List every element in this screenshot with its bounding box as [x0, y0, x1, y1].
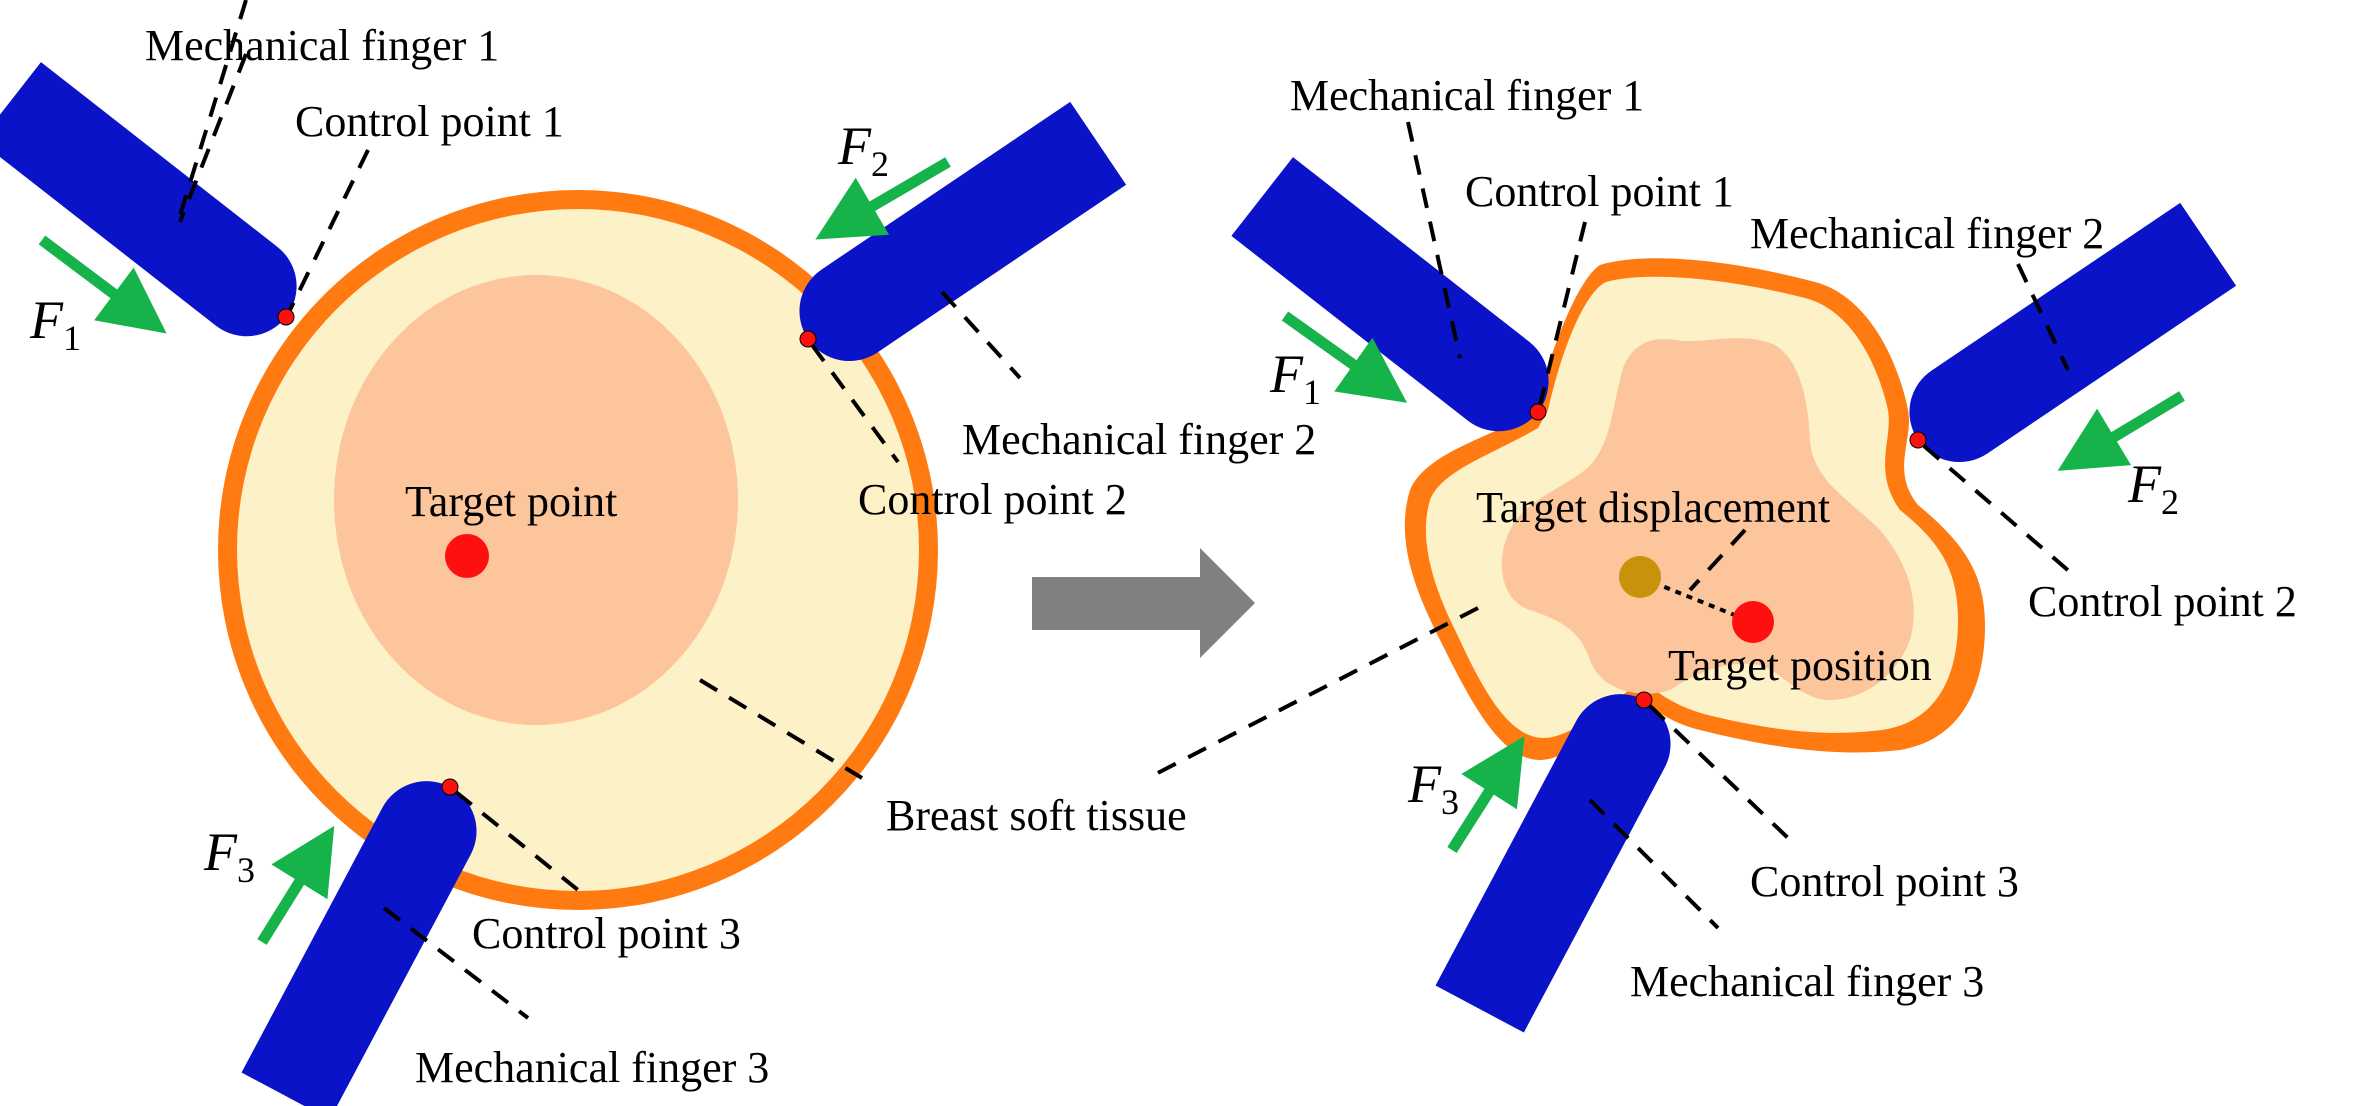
right-control-point-1-marker	[1529, 403, 1547, 421]
left-finger-2	[799, 101, 1127, 362]
breast-soft-tissue-label: Breast soft tissue	[886, 791, 1187, 840]
left-control-point-1-marker	[277, 308, 295, 326]
left-force-2-label: F2	[837, 116, 889, 184]
left-finger-3	[241, 781, 477, 1106]
right-leader-tissue	[1147, 606, 1479, 780]
right-leader-finger-2	[2016, 263, 2070, 371]
right-finger-3	[1435, 694, 1671, 1033]
left-leader-control-2	[810, 343, 900, 464]
right-target-position-marker	[1732, 601, 1774, 643]
right-target-displacement-label: Target displacement	[1476, 483, 1830, 532]
right-finger-3-label: Mechanical finger 3	[1630, 957, 1984, 1006]
left-control-point-1-label: Control point 1	[295, 97, 564, 146]
left-leader-control-3	[454, 790, 590, 900]
left-control-point-3-marker	[441, 778, 459, 796]
left-leader-finger-2-b	[940, 290, 1022, 380]
left-force-arrow-2	[815, 157, 951, 240]
right-force-3-label: F3	[1407, 754, 1459, 822]
right-finger-1-label: Mechanical finger 1	[1290, 71, 1644, 120]
right-leader-displacement	[1688, 528, 1747, 592]
right-leader-finger-1	[1406, 121, 1462, 359]
right-force-1-label: F1	[1269, 344, 1321, 412]
right-finger-2-label: Mechanical finger 2	[1750, 209, 2104, 258]
right-finger-2	[1909, 202, 2237, 463]
right-control-point-1-label: Control point 1	[1465, 167, 1734, 216]
right-force-arrow-3	[1447, 736, 1525, 853]
right-force-arrow-1	[1281, 311, 1408, 403]
left-leader-finger-1-b	[178, 53, 248, 223]
right-target-position-label: Target position	[1668, 641, 1932, 690]
left-panel: Mechanical finger 1 Control point 1 Mech…	[0, 0, 1316, 1106]
left-leader-finger-1	[176, 0, 248, 223]
left-leader-finger-3	[382, 906, 530, 1020]
left-finger-2-label: Mechanical finger 2	[962, 415, 1316, 464]
left-force-1-label: F1	[29, 290, 81, 358]
right-control-point-3-label: Control point 3	[1750, 857, 2019, 906]
right-tissue-inner-layer	[1501, 338, 1914, 700]
left-control-point-2-label: Control point 2	[858, 475, 1127, 524]
left-force-arrow-3	[257, 825, 335, 945]
left-force-3-label: F3	[203, 822, 255, 890]
left-finger-3-label: Mechanical finger 3	[415, 1043, 769, 1092]
right-force-arrow-2	[2057, 391, 2185, 471]
left-finger-1-label: Mechanical finger 1	[145, 21, 499, 70]
right-control-point-2-label: Control point 2	[2028, 577, 2297, 626]
left-target-point-marker	[445, 534, 489, 578]
left-control-point-2-marker	[799, 330, 817, 348]
process-arrow	[1032, 548, 1255, 658]
left-leader-control-1	[288, 149, 370, 311]
right-panel: Mechanical finger 1 Control point 1 Mech…	[698, 71, 2297, 1033]
left-finger-1	[0, 62, 297, 337]
left-target-point-label: Target point	[405, 477, 617, 526]
right-force-2-label: F2	[2127, 454, 2179, 522]
left-force-arrow-1	[38, 235, 167, 334]
left-tissue-inner-layer	[334, 275, 738, 725]
right-control-point-2-marker	[1909, 431, 1927, 449]
right-leader-finger-3	[1588, 798, 1720, 930]
right-finger-1	[1231, 157, 1549, 432]
right-control-point-3-marker	[1635, 691, 1653, 709]
right-displaced-target-marker	[1619, 556, 1661, 598]
left-control-point-3-label: Control point 3	[472, 909, 741, 958]
